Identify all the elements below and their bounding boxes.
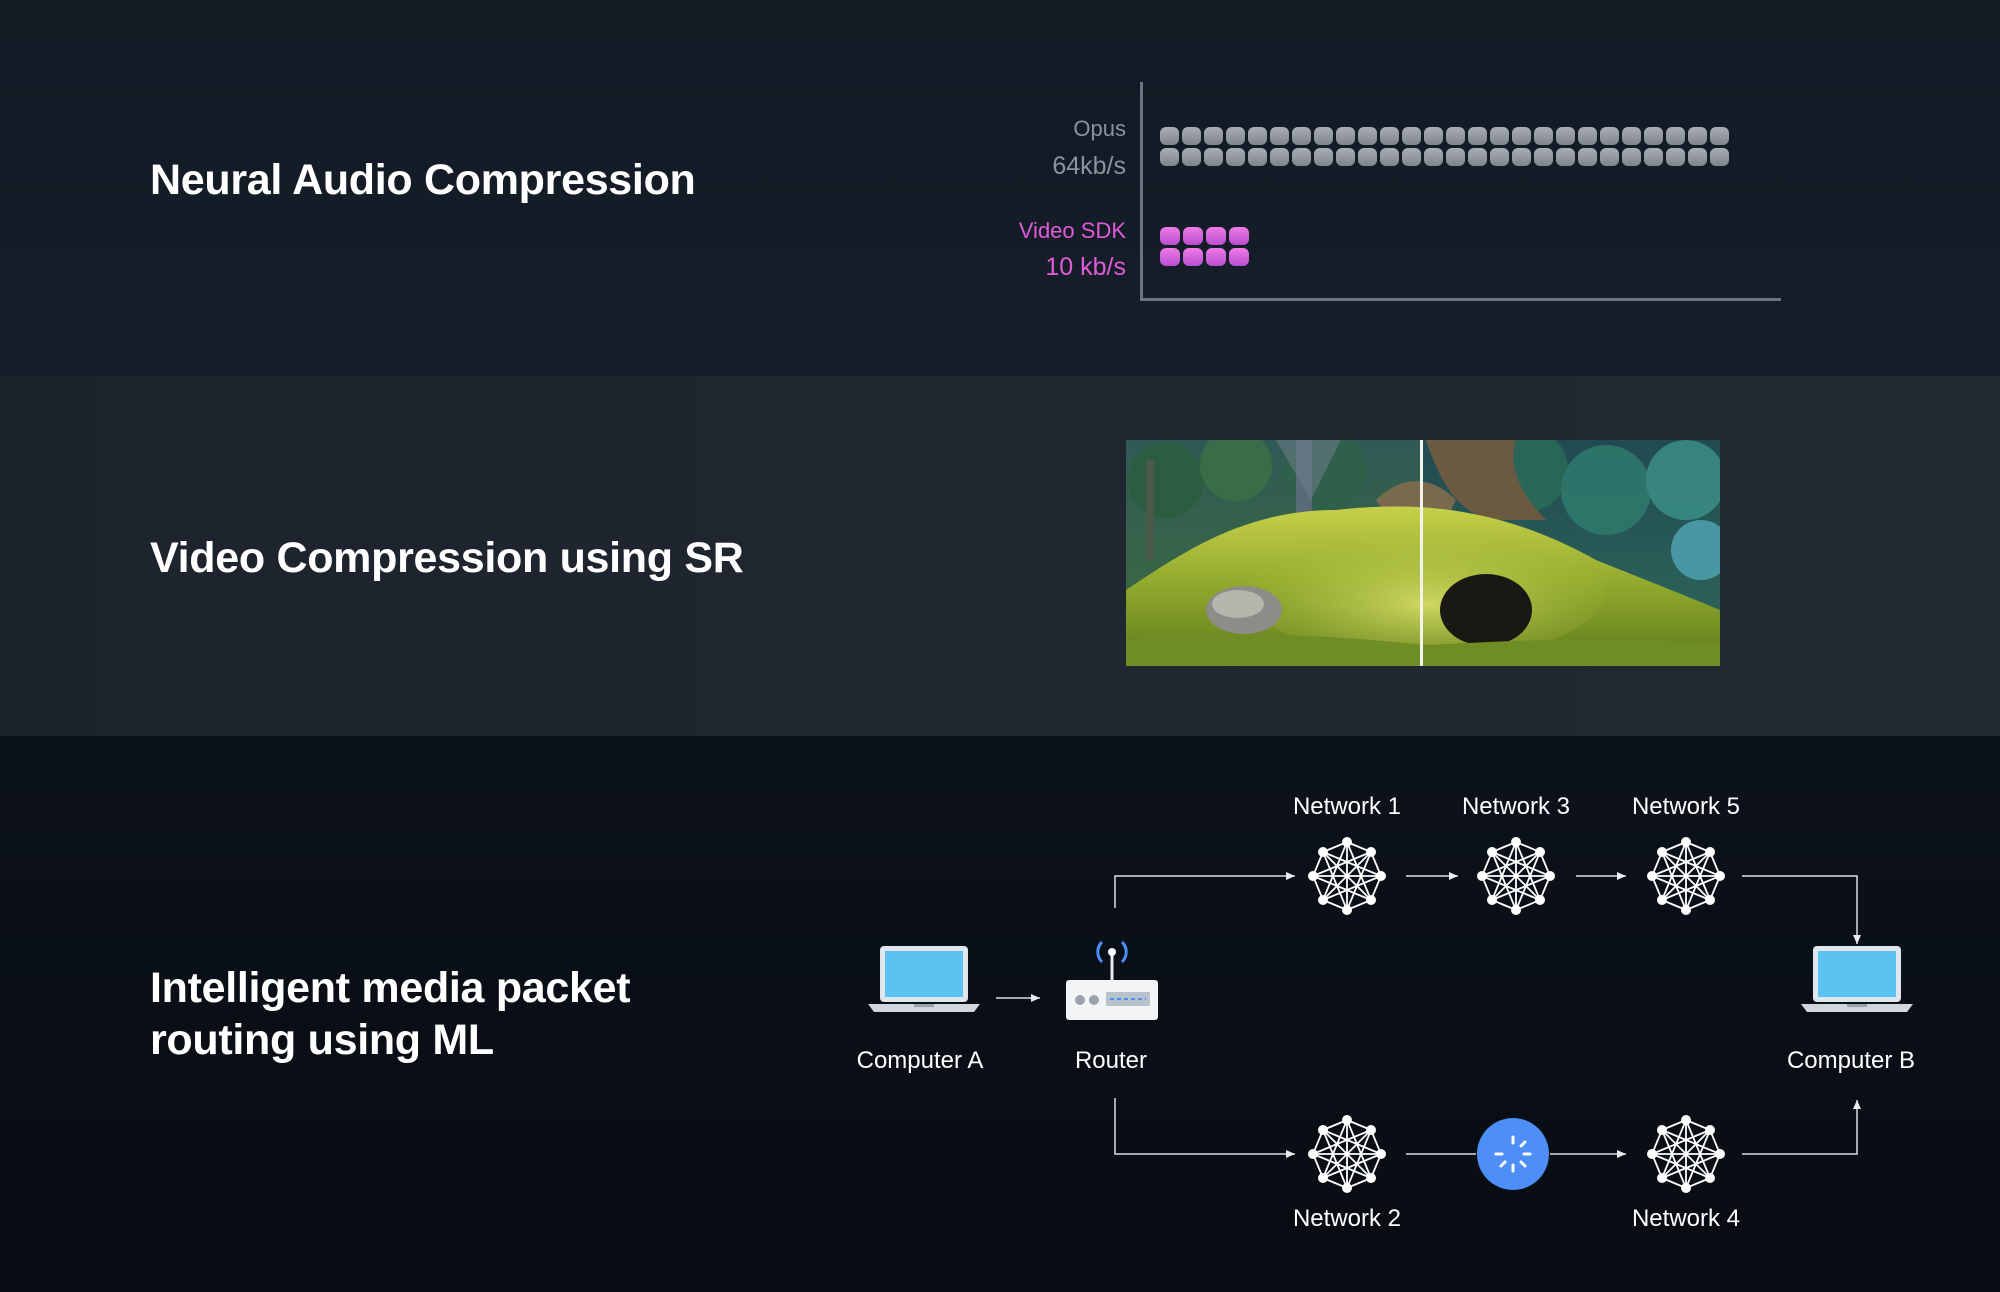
- link-network-5-to-b: [1742, 875, 1861, 944]
- network-4-label: Network 4: [1632, 1205, 1740, 1232]
- opus-packet-dot: [1226, 148, 1245, 166]
- opus-packet-dot: [1358, 148, 1377, 166]
- video-sdk-packet-dot: [1229, 227, 1249, 245]
- opus-packet-dot: [1534, 148, 1553, 166]
- opus-packet-dot: [1622, 127, 1641, 145]
- opus-packet-dot: [1358, 127, 1377, 145]
- opus-packet-dot: [1424, 148, 1443, 166]
- opus-packet-dot: [1688, 148, 1707, 166]
- opus-packet-dot: [1446, 127, 1465, 145]
- opus-packet-dot: [1182, 148, 1201, 166]
- network-1-label: Network 1: [1293, 793, 1401, 820]
- video-sdk-packet-dot: [1206, 227, 1226, 245]
- comparison-divider: [1420, 440, 1423, 666]
- opus-packet-dot: [1688, 127, 1707, 145]
- opus-packet-dot: [1578, 127, 1597, 145]
- opus-packet-dot: [1314, 148, 1333, 166]
- video-sdk-packet-dot: [1183, 227, 1203, 245]
- opus-packet-dot: [1644, 127, 1663, 145]
- opus-packet-dot: [1424, 127, 1443, 145]
- opus-packet-dot: [1248, 148, 1267, 166]
- link-router-to-network-2: [1114, 1098, 1295, 1158]
- opus-packet-dot: [1160, 127, 1179, 145]
- opus-packet-dot: [1292, 148, 1311, 166]
- router-icon: [1066, 940, 1158, 1020]
- video-section-title: Video Compression using SR: [150, 534, 744, 582]
- video-sdk-label: Video SDK: [1018, 218, 1126, 243]
- network-3-label: Network 3: [1462, 793, 1570, 820]
- opus-packet-dot: [1182, 127, 1201, 145]
- network-1-icon: [1307, 836, 1387, 916]
- opus-packet-dot: [1292, 127, 1311, 145]
- network-2-icon: [1307, 1114, 1387, 1194]
- opus-packet-dot: [1402, 148, 1421, 166]
- opus-packet-dot: [1468, 127, 1487, 145]
- opus-packet-dot: [1644, 148, 1663, 166]
- opus-packet-dot: [1710, 127, 1729, 145]
- opus-packet-dot: [1336, 148, 1355, 166]
- opus-packet-dot: [1226, 127, 1245, 145]
- network-2-label: Network 2: [1293, 1205, 1401, 1232]
- network-5-label: Network 5: [1632, 793, 1740, 820]
- opus-packet-dot: [1578, 148, 1597, 166]
- opus-packet-dot: [1556, 127, 1575, 145]
- video-sdk-packet-dot: [1160, 227, 1180, 245]
- computer-b-laptop-icon: [1801, 946, 1913, 1012]
- router-label: Router: [1075, 1047, 1147, 1074]
- opus-bitrate: 64kb/s: [1052, 152, 1126, 180]
- opus-packet-dot: [1534, 127, 1553, 145]
- opus-packet-dot: [1622, 148, 1641, 166]
- opus-packet-dot: [1666, 148, 1685, 166]
- routing-diagram: Computer A Router Network 1 Network 3 Ne…: [857, 793, 1915, 1232]
- computer-a-laptop-icon: [868, 946, 980, 1012]
- computer-b-label: Computer B: [1787, 1047, 1915, 1074]
- opus-packet-dot: [1666, 127, 1685, 145]
- opus-packet-dot: [1204, 127, 1223, 145]
- opus-packet-dot: [1160, 148, 1179, 166]
- opus-packet-dot: [1380, 148, 1399, 166]
- video-sdk-packet-dot: [1160, 248, 1180, 266]
- opus-packet-dot: [1446, 148, 1465, 166]
- super-resolution-comparison-image: [1126, 440, 1720, 666]
- audio-section-title: Neural Audio Compression: [150, 156, 696, 204]
- link-router-to-network-1: [1114, 872, 1295, 908]
- opus-packet-dot: [1512, 148, 1531, 166]
- forest-scene-image: [1126, 440, 1720, 666]
- opus-packet-dot: [1490, 148, 1509, 166]
- opus-packet-dot: [1380, 127, 1399, 145]
- video-sdk-packet-dots: [1160, 227, 1249, 266]
- network-5-icon: [1646, 836, 1726, 916]
- video-sdk-packet-dot: [1206, 248, 1226, 266]
- opus-packet-dot: [1490, 127, 1509, 145]
- computer-a-label: Computer A: [857, 1047, 984, 1074]
- opus-packet-dot: [1314, 127, 1333, 145]
- opus-label: Opus: [1073, 116, 1126, 141]
- opus-packet-dot: [1270, 148, 1289, 166]
- audio-compression-section: [0, 0, 2000, 376]
- routing-section-title: Intelligent media packet routing using M…: [150, 964, 631, 1064]
- opus-packet-dots: [1160, 127, 1729, 166]
- opus-packet-dot: [1600, 148, 1619, 166]
- video-sdk-packet-dot: [1229, 248, 1249, 266]
- video-sdk-bitrate: 10 kb/s: [1045, 253, 1126, 281]
- opus-packet-dot: [1402, 127, 1421, 145]
- network-3-icon: [1476, 836, 1556, 916]
- network-4-icon: [1646, 1114, 1726, 1194]
- opus-packet-dot: [1270, 127, 1289, 145]
- video-sdk-packet-dot: [1183, 248, 1203, 266]
- opus-packet-dot: [1512, 127, 1531, 145]
- opus-packet-dot: [1204, 148, 1223, 166]
- ml-routing-node-icon: [1477, 1118, 1549, 1190]
- opus-packet-dot: [1710, 148, 1729, 166]
- opus-packet-dot: [1556, 148, 1575, 166]
- bitrate-chart-axis: [1140, 82, 1781, 301]
- link-network-4-to-b: [1742, 1100, 1861, 1155]
- opus-packet-dot: [1468, 148, 1487, 166]
- packet-routing-section: [0, 736, 2000, 1292]
- opus-packet-dot: [1336, 127, 1355, 145]
- opus-packet-dot: [1600, 127, 1619, 145]
- opus-packet-dot: [1248, 127, 1267, 145]
